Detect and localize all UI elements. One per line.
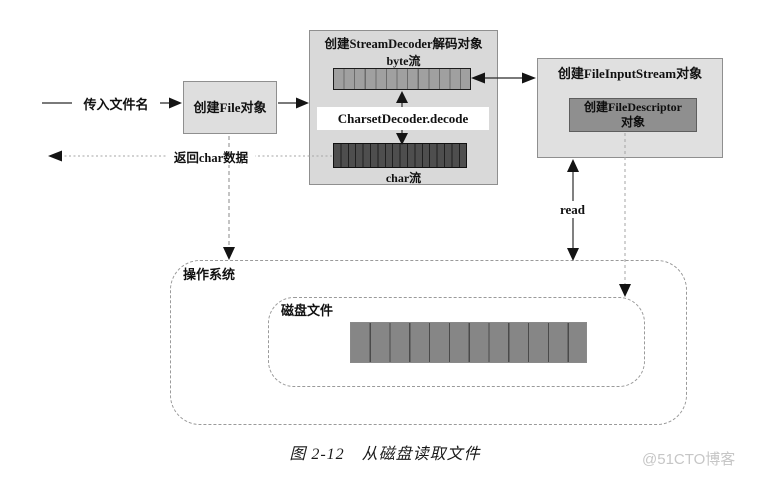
char-stream-label: char流 bbox=[385, 171, 422, 185]
stream-decoder-title: 创建StreamDecoder解码对象 bbox=[324, 37, 483, 51]
charset-decoder-decode-label: CharsetDecoder.decode bbox=[317, 107, 489, 130]
disk-file-data-bar bbox=[350, 322, 587, 363]
create-file-object-title: 创建File对象 bbox=[193, 100, 267, 115]
create-file-object-box bbox=[183, 81, 277, 134]
file-input-stream-title: 创建FileInputStream对象 bbox=[557, 66, 703, 81]
file-to-decoder-arrow bbox=[278, 97, 309, 109]
char-stream-bar bbox=[333, 143, 467, 168]
return-char-label: 返回char数据 bbox=[167, 148, 255, 165]
file-descriptor-label-line1: 创建FileDescriptor bbox=[584, 100, 682, 114]
watermark: @51CTO博客 bbox=[642, 451, 736, 468]
file-descriptor-label-line2: 对象 bbox=[620, 115, 645, 129]
byte-stream-label: byte流 bbox=[386, 54, 421, 68]
input-filename-label: 传入文件名 bbox=[72, 95, 160, 112]
os-container-box bbox=[170, 260, 687, 425]
disk-file-label: 磁盘文件 bbox=[281, 303, 334, 318]
figure-caption: 图 2-12 从磁盘读取文件 bbox=[289, 446, 481, 463]
file-descriptor-box: 创建FileDescriptor 对象 bbox=[569, 98, 697, 132]
os-label: 操作系统 bbox=[183, 267, 236, 282]
disk-file-box bbox=[268, 297, 645, 387]
byte-stream-bar bbox=[333, 68, 471, 90]
read-label: read bbox=[551, 201, 594, 218]
